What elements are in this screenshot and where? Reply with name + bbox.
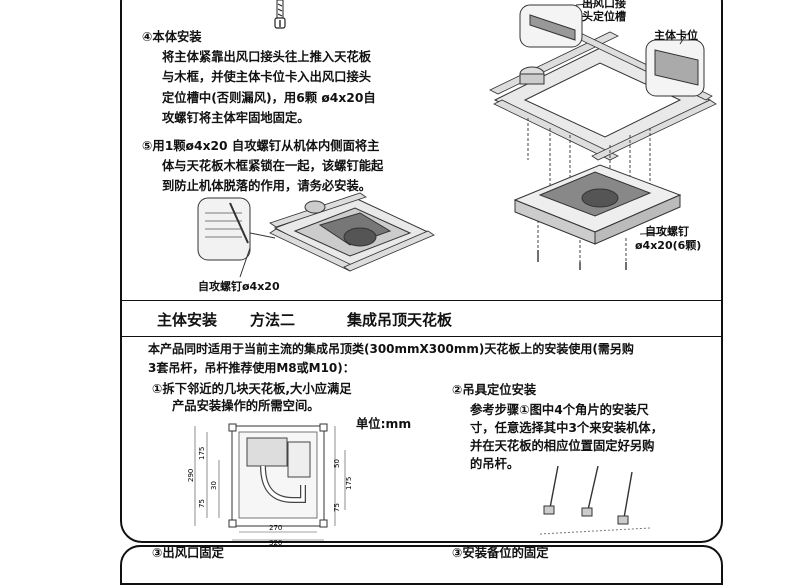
bottom-heading-left: ③出风口固定 (152, 546, 224, 560)
svg-text:175: 175 (345, 477, 353, 490)
section-title-ceiling: 集成吊顶天花板 (347, 311, 453, 329)
svg-text:75: 75 (198, 499, 206, 508)
frame-exploded-illustration (489, 2, 717, 270)
hanging-rods-illustration (539, 465, 651, 535)
m2-step2-line-3: 并在天花板的相应位置固定好另购 (470, 439, 655, 453)
intro-line-2: 3套吊杆，吊杆推荐使用M8或M10)： (148, 361, 355, 375)
step5-line-1: ⑤用1颗ø4x20 自攻螺钉从机体内侧面将主 (142, 139, 380, 153)
section-divider-bottom (121, 336, 722, 337)
callout-body-clip: 主体卡位 (654, 29, 698, 42)
m2-step2-line-1: 参考步骤①图中4个角片的安装尺 (470, 403, 649, 417)
step4-line-3: 定位槽中(否则漏风)，用6颗 ø4x20自 (162, 91, 376, 105)
section-title-method: 方法二 (250, 311, 296, 329)
side-screw-illustration (197, 192, 435, 278)
svg-text:75: 75 (333, 503, 341, 512)
upper-panel-frame (120, 0, 723, 543)
bottom-heading-right: ③安装备位的固定 (452, 546, 549, 560)
unit-label: 单位:mm (356, 417, 412, 431)
svg-text:270: 270 (269, 524, 282, 532)
svg-text:320: 320 (269, 539, 282, 547)
svg-text:30: 30 (210, 481, 218, 490)
callout-single-screw: 自攻螺钉ø4x20 (198, 280, 280, 293)
dimension-drawing: 290 175 75 30 50 175 75 270 320 (187, 423, 353, 547)
m2-step2-line-2: 寸，任意选择其中3个来安装机体， (470, 421, 664, 435)
step4-line-2: 与木框，并使主体卡位卡入出风口接头 (162, 70, 372, 84)
svg-text:175: 175 (198, 447, 206, 460)
callout-outlet-groove-2: 头定位槽 (582, 10, 626, 23)
step4-line-4: 攻螺钉将主体牢固地固定。 (162, 111, 310, 125)
m2-step1-line-2: 产品安装操作的所需空间。 (172, 399, 320, 413)
callout-screws-1: 自攻螺钉 (645, 225, 689, 238)
callout-screws-2: ø4x20(6颗) (635, 239, 702, 252)
m2-step2-line-4: 的吊杆。 (470, 457, 520, 471)
intro-line-1: 本产品同时适用于当前主流的集成吊顶类(300mmX300mm)天花板上的安装使用… (148, 342, 634, 356)
m2-step1-line-1: ①拆下邻近的几块天花板,大小应满足 (152, 382, 352, 396)
step5-line-2: 体与天花板木框紧锁在一起，该螺钉能起 (162, 159, 384, 173)
step5-line-3: 到防止机体脱落的作用，请务必安装。 (162, 179, 372, 193)
step4-line-1: 将主体紧靠出风口接头往上推入天花板 (162, 50, 372, 64)
step4-title: ④本体安装 (142, 30, 202, 44)
callout-outlet-groove-1: 出风口接 (582, 0, 626, 10)
svg-text:290: 290 (187, 469, 195, 482)
m2-step2-title: ②吊具定位安装 (452, 383, 537, 397)
svg-text:50: 50 (333, 459, 341, 468)
section-title-install: 主体安装 (157, 311, 218, 329)
manual-page: ④本体安装 将主体紧靠出风口接头往上推入天花板 与木框，并使主体卡位卡入出风口接… (120, 0, 723, 585)
screw-illustration-top (274, 0, 286, 29)
section-divider-top (121, 300, 722, 301)
